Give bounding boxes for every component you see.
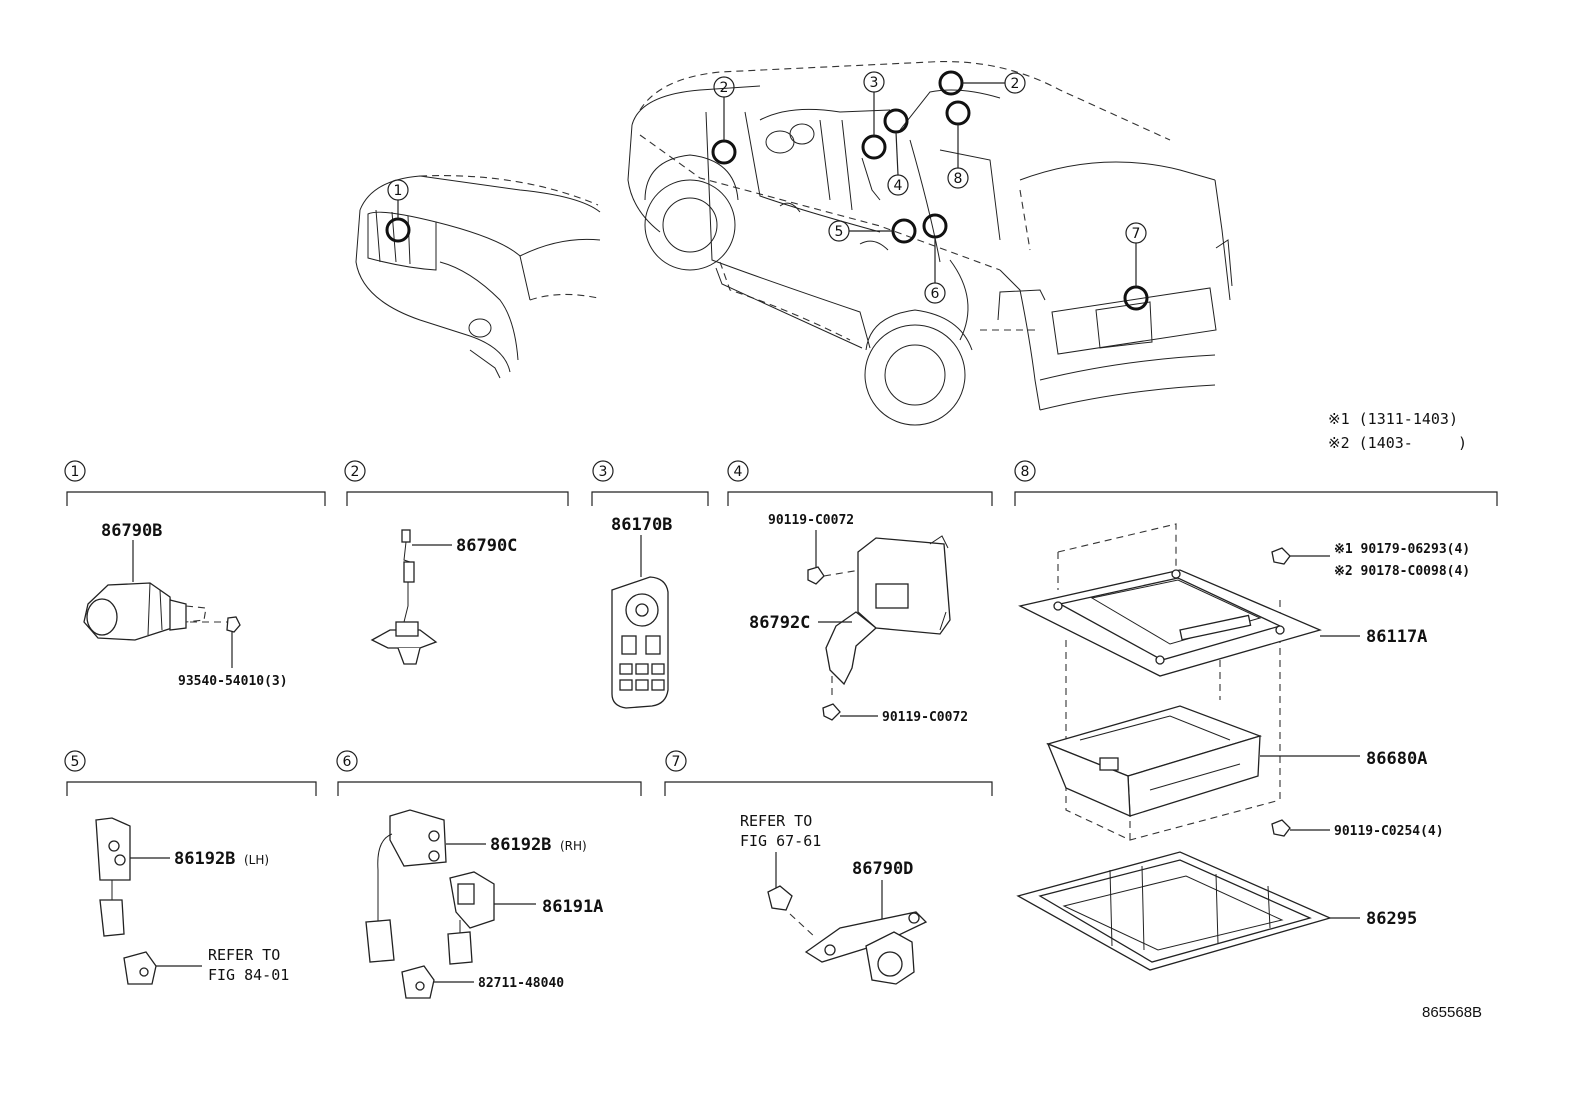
- callout-circle-2a: [713, 76, 735, 98]
- callout-number-5: 5: [835, 224, 844, 240]
- part-90119-C0072-top-label: 90119-C0072: [768, 513, 854, 528]
- callout-number-8: 8: [954, 171, 963, 187]
- part-86117A-label: 86117A: [1366, 627, 1427, 647]
- part-86191A-label: 86191A: [542, 897, 603, 917]
- lh-switch-connector: [99, 899, 125, 937]
- section-headers: 1 2 3 4 8 5 6 7: [64, 460, 1498, 796]
- display-bolt-bottom: [1271, 819, 1291, 837]
- part-86192B-lh-side: (LH): [244, 853, 269, 867]
- callout-number-6: 6: [931, 286, 940, 302]
- part-90179-06293-label: ※1 90179-06293(4): [1334, 542, 1470, 557]
- front-vehicle-illustration: [355, 175, 601, 379]
- section-5-parts: 86192B (LH) REFER TO FIG 84-01: [95, 817, 289, 985]
- rh-switch-connector: [365, 919, 395, 963]
- front-camera-screw: [226, 616, 241, 633]
- part-86792C-label: 86792C: [749, 613, 810, 633]
- part-86192B-rh-label: 86192B: [490, 835, 551, 855]
- section-number-5: 5: [71, 754, 80, 770]
- section-5-refer-to: REFER TO: [208, 946, 280, 964]
- location-markers: 1 2 2 3 4 5 6 7: [385, 70, 1149, 311]
- note-2: ※2 (1403- ): [1328, 434, 1467, 452]
- display-bolt-top: [1271, 547, 1291, 565]
- section-4-parts: 90119-C0072 86792C 90119-C0072: [749, 513, 968, 725]
- location-marker-6: [922, 213, 948, 239]
- section-number-4: 4: [734, 464, 743, 480]
- ecu-screw-bottom: [822, 703, 841, 721]
- section-7-refer-to: REFER TO: [740, 812, 812, 830]
- part-86680A-label: 86680A: [1366, 749, 1427, 769]
- part-82711-48040-label: 82711-48040: [478, 976, 564, 991]
- callout-number-1: 1: [394, 183, 403, 199]
- location-marker-4: [883, 108, 909, 134]
- section-7-refer-fig: FIG 67-61: [740, 832, 821, 850]
- callout-circle-8: [947, 167, 969, 189]
- part-86192B-lh-label: 86192B: [174, 849, 235, 869]
- part-90119-C0254-label: 90119-C0254(4): [1334, 824, 1444, 839]
- note-1: ※1 (1311-1403): [1328, 410, 1458, 428]
- part-86170B-label: 86170B: [611, 515, 672, 535]
- section-7-parts: REFER TO FIG 67-61 86790D: [740, 812, 928, 985]
- part-86790B-label: 86790B: [101, 521, 162, 541]
- part-86790C-label: 86790C: [456, 536, 517, 556]
- location-marker-3: [861, 134, 887, 160]
- figure-id: 865568B: [1422, 1004, 1482, 1021]
- callout-circle-1: [387, 179, 409, 201]
- ecu-screw-top: [807, 566, 825, 585]
- callout-circle-2b: [1004, 72, 1026, 94]
- rear-camera-screw: [767, 885, 793, 911]
- location-marker-2b: [938, 70, 964, 96]
- section-3-parts: 86170B: [611, 515, 672, 709]
- callout-circle-7: [1125, 222, 1147, 244]
- location-marker-5: [891, 218, 917, 244]
- callout-number-4: 4: [894, 178, 903, 194]
- section-2-parts: 86790C: [370, 529, 517, 665]
- microphone-bracket: [370, 629, 438, 649]
- lh-clip: [123, 951, 157, 985]
- callout-circle-3: [863, 71, 885, 93]
- rear-camera-bracket: [804, 911, 928, 963]
- section-1-parts: 86790B 93540-54010(3): [83, 521, 288, 689]
- location-marker-2a: [711, 139, 737, 165]
- part-86295-label: 86295: [1366, 909, 1417, 929]
- section-number-8: 8: [1021, 464, 1030, 480]
- section-number-7: 7: [672, 754, 681, 770]
- section-number-6: 6: [343, 754, 352, 770]
- part-86192B-rh-side: (RH): [560, 839, 587, 853]
- location-marker-8: [945, 100, 971, 126]
- part-93540-54010-label: 93540-54010(3): [178, 674, 288, 689]
- location-marker-1: [385, 217, 411, 243]
- section-number-1: 1: [71, 464, 80, 480]
- callout-number-2a: 2: [720, 80, 729, 96]
- ecu-bracket: [825, 611, 878, 686]
- callout-number-2b: 2: [1011, 76, 1020, 92]
- section-number-2: 2: [351, 464, 360, 480]
- section-6-parts: 86192B (RH) 86191A 82711-48040: [365, 809, 603, 999]
- section-8-parts: ※1 90179-06293(4) ※2 90178-C0098(4) 8611…: [1016, 523, 1470, 971]
- part-90119-C0072-bottom-label: 90119-C0072: [882, 710, 968, 725]
- callout-circle-5: [828, 220, 850, 242]
- callout-circle-6: [924, 282, 946, 304]
- rear-camera-lens: [877, 951, 903, 977]
- part-90178-C0098-label: ※2 90178-C0098(4): [1334, 564, 1470, 579]
- section-5-refer-fig: FIG 84-01: [208, 966, 289, 984]
- callout-number-7: 7: [1132, 226, 1141, 242]
- rear-vehicle-illustration: [627, 61, 1233, 426]
- section-number-3: 3: [599, 464, 608, 480]
- part-86790D-label: 86790D: [852, 859, 913, 879]
- callout-number-3: 3: [870, 75, 879, 91]
- callout-circle-4: [887, 174, 909, 196]
- front-camera-lens: [86, 598, 118, 636]
